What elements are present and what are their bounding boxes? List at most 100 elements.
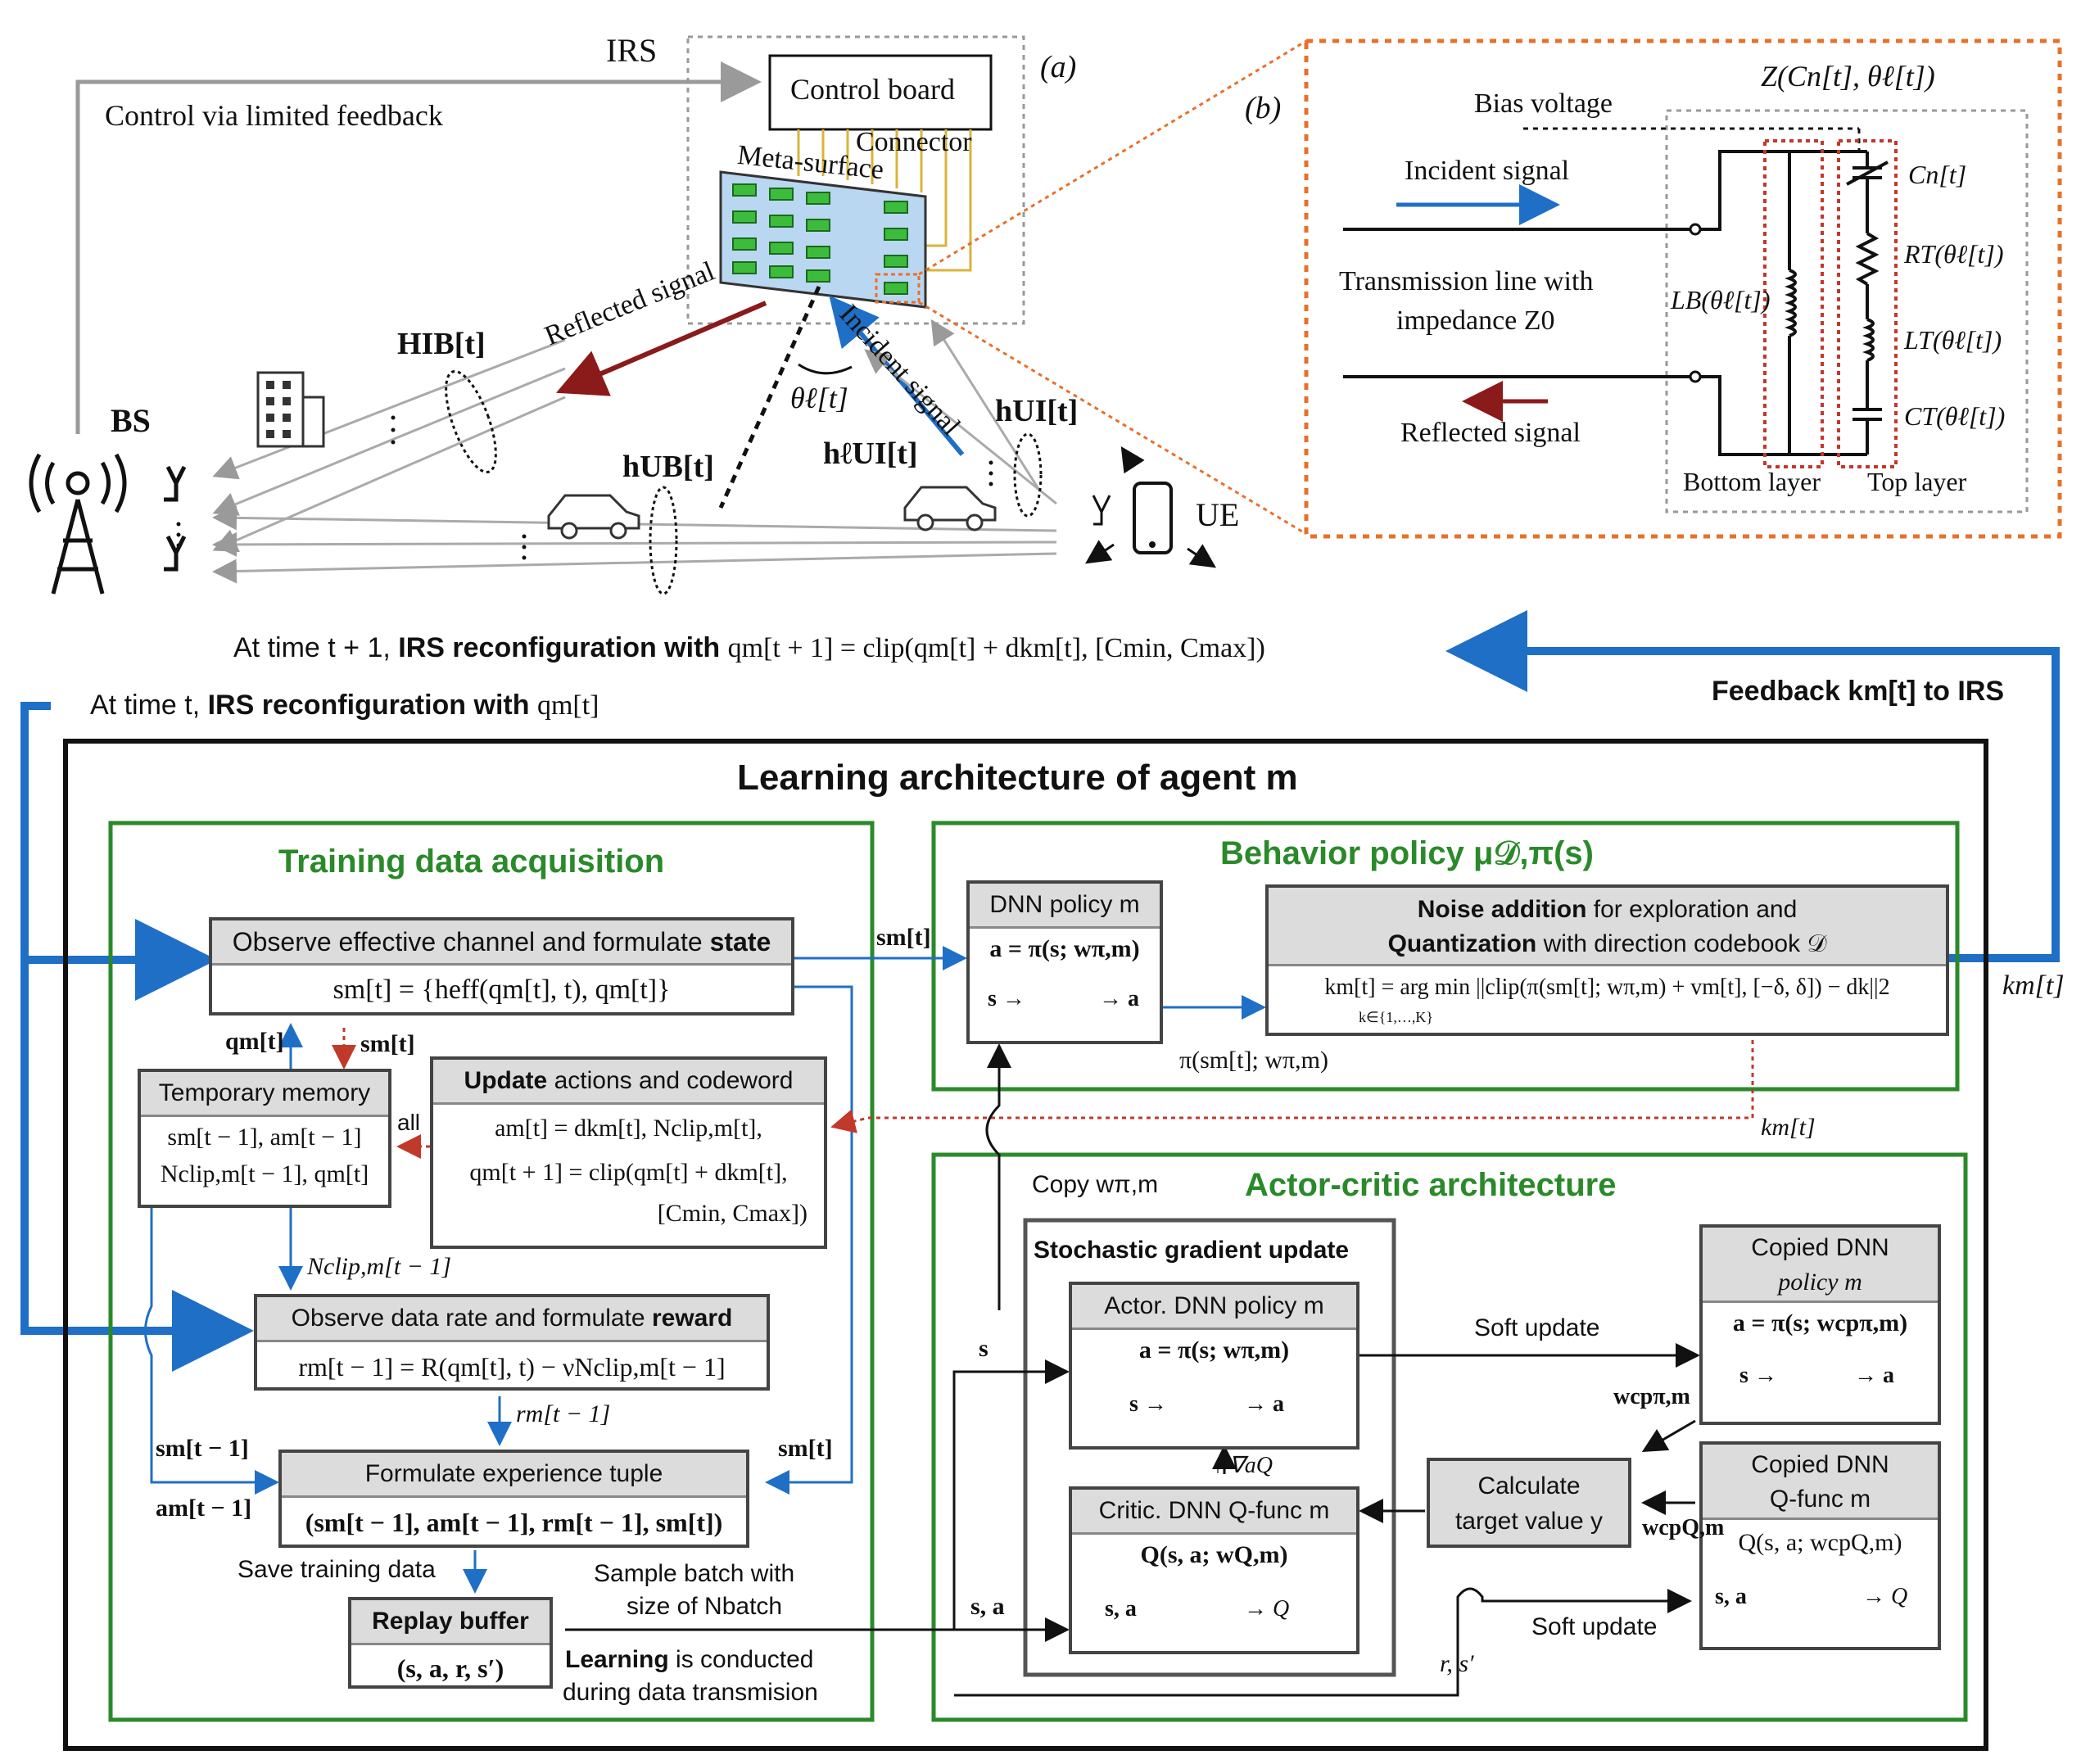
update-line1: am[t] = dkm[t], Nclip,m[t],: [495, 1115, 762, 1142]
observe-reward-header-text: Observe data rate and formulate: [291, 1305, 645, 1332]
sm-prev-label: sm[t − 1]: [156, 1435, 249, 1462]
irs-label: IRS: [606, 32, 658, 69]
tuple-box: Formulate experience tuple (sm[t − 1], a…: [278, 1450, 749, 1548]
target-line-1: Calculate: [1477, 1472, 1581, 1499]
quant-bold: Quantization: [1387, 930, 1537, 957]
quant-rest: with direction codebook 𝒟: [1543, 930, 1827, 957]
noise-quant-box: Noise addition for exploration and Quant…: [1265, 884, 1949, 1036]
critic-sa-in: s, a: [1105, 1596, 1137, 1622]
replay-buffer-formula: (s, a, r, s′): [396, 1653, 504, 1683]
copied-policy-formula: a = π(s; wcpπ,m): [1732, 1309, 1908, 1337]
agent-title: Learning architecture of agent m: [737, 758, 1298, 798]
rt-label: RT(θℓ[t]): [1904, 239, 2004, 269]
noise-bold: Noise addition: [1417, 896, 1587, 923]
target-line-2: target value y: [1454, 1508, 1604, 1535]
sm-right-label: sm[t]: [778, 1435, 833, 1462]
learning-bold: Learning: [565, 1646, 669, 1673]
h-ui-l-label: hℓUI[t]: [823, 436, 918, 471]
actor-formula: a = π(s; wπ,m): [1138, 1337, 1290, 1364]
copied-policy-header: Copied DNN policy m: [1703, 1228, 1938, 1303]
time-t-row: At time t, IRS reconfiguration with qm[t…: [90, 690, 599, 721]
h-ub-label: hUB[t]: [622, 450, 714, 484]
sm-in-label: sm[t]: [876, 924, 931, 951]
dnn-a-out: → a: [1099, 986, 1139, 1011]
copied-policy-a-out: → a: [1854, 1363, 1894, 1388]
feedback-label: Feedback km[t] to IRS: [1712, 676, 2005, 707]
copied-policy-box: Copied DNN policy m a = π(s; wcpπ,m) s →…: [1699, 1224, 1941, 1425]
impedance-label: Z(Cn[t], θℓ[t]): [1761, 60, 1935, 93]
critic-q-out: → Q: [1244, 1596, 1290, 1622]
grad-label: ↑ ∇aQ: [1212, 1453, 1273, 1478]
sgd-title: Stochastic gradient update: [1034, 1237, 1350, 1264]
copied-q-formula: Q(s, a; wcpQ,m): [1738, 1529, 1902, 1556]
w-q-cp-label: wcpQ,m: [1642, 1515, 1725, 1540]
copied-q-header-2: Q-func m: [1769, 1486, 1871, 1513]
copied-q-box: Copied DNN Q-func m Q(s, a; wcpQ,m) s, a…: [1699, 1441, 1941, 1650]
noise-quant-header: Noise addition for exploration and Quant…: [1269, 888, 1946, 966]
observe-state-formula: sm[t] = {heff(qm[t], t), qm[t]}: [332, 975, 671, 1005]
tline-label-1: Transmission line with: [1339, 266, 1594, 296]
replay-buffer-box: Replay buffer (s, a, r, s′): [348, 1597, 553, 1689]
critic-formula: Q(s, a; wQ,m): [1140, 1541, 1288, 1568]
soft-update-1: Soft update: [1474, 1314, 1600, 1341]
update-line3: [Cmin, Cmax]): [657, 1200, 808, 1227]
learning-label-2: during data transmision: [563, 1679, 818, 1706]
copied-q-header-1: Copied DNN: [1751, 1451, 1889, 1478]
dnn-s-in: s →: [988, 986, 1025, 1011]
noise-rest: for exploration and: [1593, 896, 1798, 923]
rm-label: rm[t − 1]: [516, 1400, 611, 1427]
copied-q-header: Copied DNN Q-func m: [1703, 1445, 1938, 1520]
km-out-label: km[t]: [1761, 1114, 1816, 1141]
actor-critic-title: Actor-critic architecture: [1245, 1167, 1617, 1203]
top-layer-label: Top layer: [1867, 467, 1967, 496]
h-ib-label: HIB[t]: [397, 327, 486, 361]
bs-label: BS: [111, 402, 151, 439]
update-header: Update actions and codeword: [433, 1060, 824, 1105]
copied-policy-header-2: policy m: [1778, 1269, 1862, 1296]
w-pi-cp-label: wcpπ,m: [1613, 1384, 1690, 1409]
behavior-title: Behavior policy μ𝒟,π(s): [1220, 835, 1595, 871]
temp-memory-line1: sm[t − 1], am[t − 1]: [167, 1124, 362, 1151]
time-t-bold: IRS reconfiguration with: [207, 690, 530, 721]
temp-memory-line2: Nclip,m[t − 1], qm[t]: [160, 1160, 369, 1187]
observe-reward-box: Observe data rate and formulate reward r…: [254, 1294, 770, 1391]
km-right-label: km[t]: [2002, 970, 2065, 1001]
ct-label: CT(θℓ[t]): [1904, 401, 2006, 431]
time-t1-bold: IRS reconfiguration with: [398, 632, 721, 663]
time-t1-prefix: At time t + 1,: [233, 632, 391, 663]
replay-buffer-header: Replay buffer: [351, 1600, 550, 1645]
observe-reward-header-bold: reward: [651, 1305, 733, 1332]
copied-policy-header-1: Copied DNN: [1751, 1234, 1889, 1261]
rs-label: r, s′: [1440, 1650, 1474, 1677]
tline-label-2: impedance Z0: [1396, 305, 1555, 336]
critic-header: Critic. DNN Q-func m: [1072, 1490, 1356, 1535]
soft-update-2: Soft update: [1531, 1613, 1658, 1640]
actor-s-in: s →: [1129, 1391, 1167, 1417]
pi-out-label: π(sm[t]; wπ,m): [1179, 1047, 1328, 1074]
critic-box: Critic. DNN Q-func m Q(s, a; wQ,m) s, a …: [1069, 1486, 1359, 1654]
am-prev-label: am[t − 1]: [156, 1495, 252, 1522]
dnn-policy-box: DNN policy m a = π(s; wπ,m) s → → a: [966, 880, 1163, 1044]
observe-reward-header: Observe data rate and formulate reward: [257, 1297, 767, 1342]
copied-policy-s-in: s →: [1739, 1363, 1777, 1388]
training-title: Training data acquisition: [278, 844, 665, 880]
qm-label: qm[t]: [225, 1028, 284, 1055]
update-header-bold: Update: [464, 1067, 548, 1094]
ue-label: UE: [1196, 496, 1240, 533]
observe-state-header-text: Observe effective channel and formulate: [232, 927, 703, 957]
observe-state-header-bold: state: [709, 927, 771, 957]
actor-header: Actor. DNN policy m: [1072, 1285, 1356, 1330]
time-t-formula: qm[t]: [536, 690, 599, 721]
h-ui-label: hUI[t]: [995, 394, 1079, 428]
connector-label: Connector: [856, 127, 972, 157]
observe-state-box: Observe effective channel and formulate …: [209, 917, 794, 1015]
circuit-reflected-label: Reflected signal: [1400, 418, 1581, 448]
label-a: (a): [1040, 50, 1077, 84]
observe-reward-formula: rm[t − 1] = R(qm[t], t) − νNclip,m[t − 1…: [298, 1352, 726, 1382]
update-header-rest: actions and codeword: [554, 1067, 794, 1094]
temp-memory-header: Temporary memory: [141, 1072, 388, 1117]
km-sub: k∈{1,…,K}: [1359, 1009, 1433, 1025]
time-t-prefix: At time t,: [90, 690, 201, 721]
learning-label: Learning is conducted: [565, 1646, 813, 1674]
